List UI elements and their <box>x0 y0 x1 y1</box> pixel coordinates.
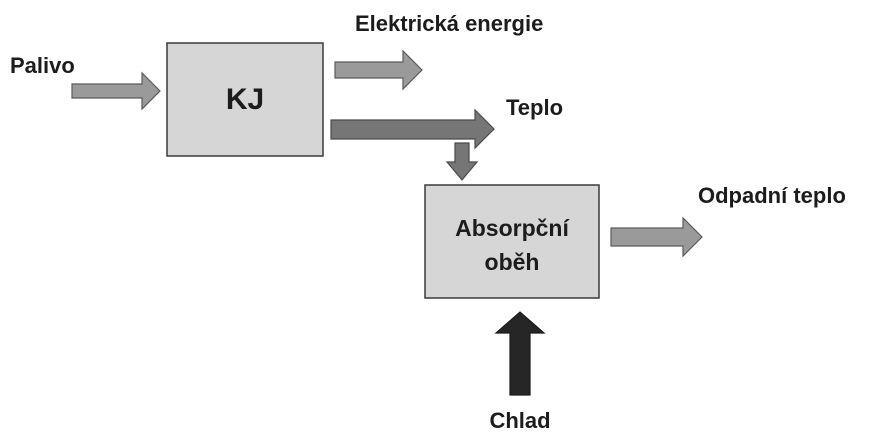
absorption-box <box>424 184 600 299</box>
fuel-label: Palivo <box>10 53 75 78</box>
cold-label: Chlad <box>489 408 550 433</box>
waste-heat-arrow <box>610 216 703 258</box>
kj-box <box>166 42 324 157</box>
electricity-label: Elektrická energie <box>355 11 543 36</box>
waste-heat-label: Odpadní teplo <box>698 183 846 208</box>
absorption-label-line2: oběh <box>485 249 540 275</box>
absorption-label-line1: Absorpční <box>455 215 570 241</box>
electricity-arrow <box>334 49 423 91</box>
heat-down-arrow <box>445 142 479 181</box>
cold-arrow <box>494 311 546 396</box>
heat-arrow <box>330 108 495 150</box>
kj-label: KJ <box>226 83 264 116</box>
heat-label: Teplo <box>506 95 563 120</box>
fuel-arrow <box>71 71 161 111</box>
